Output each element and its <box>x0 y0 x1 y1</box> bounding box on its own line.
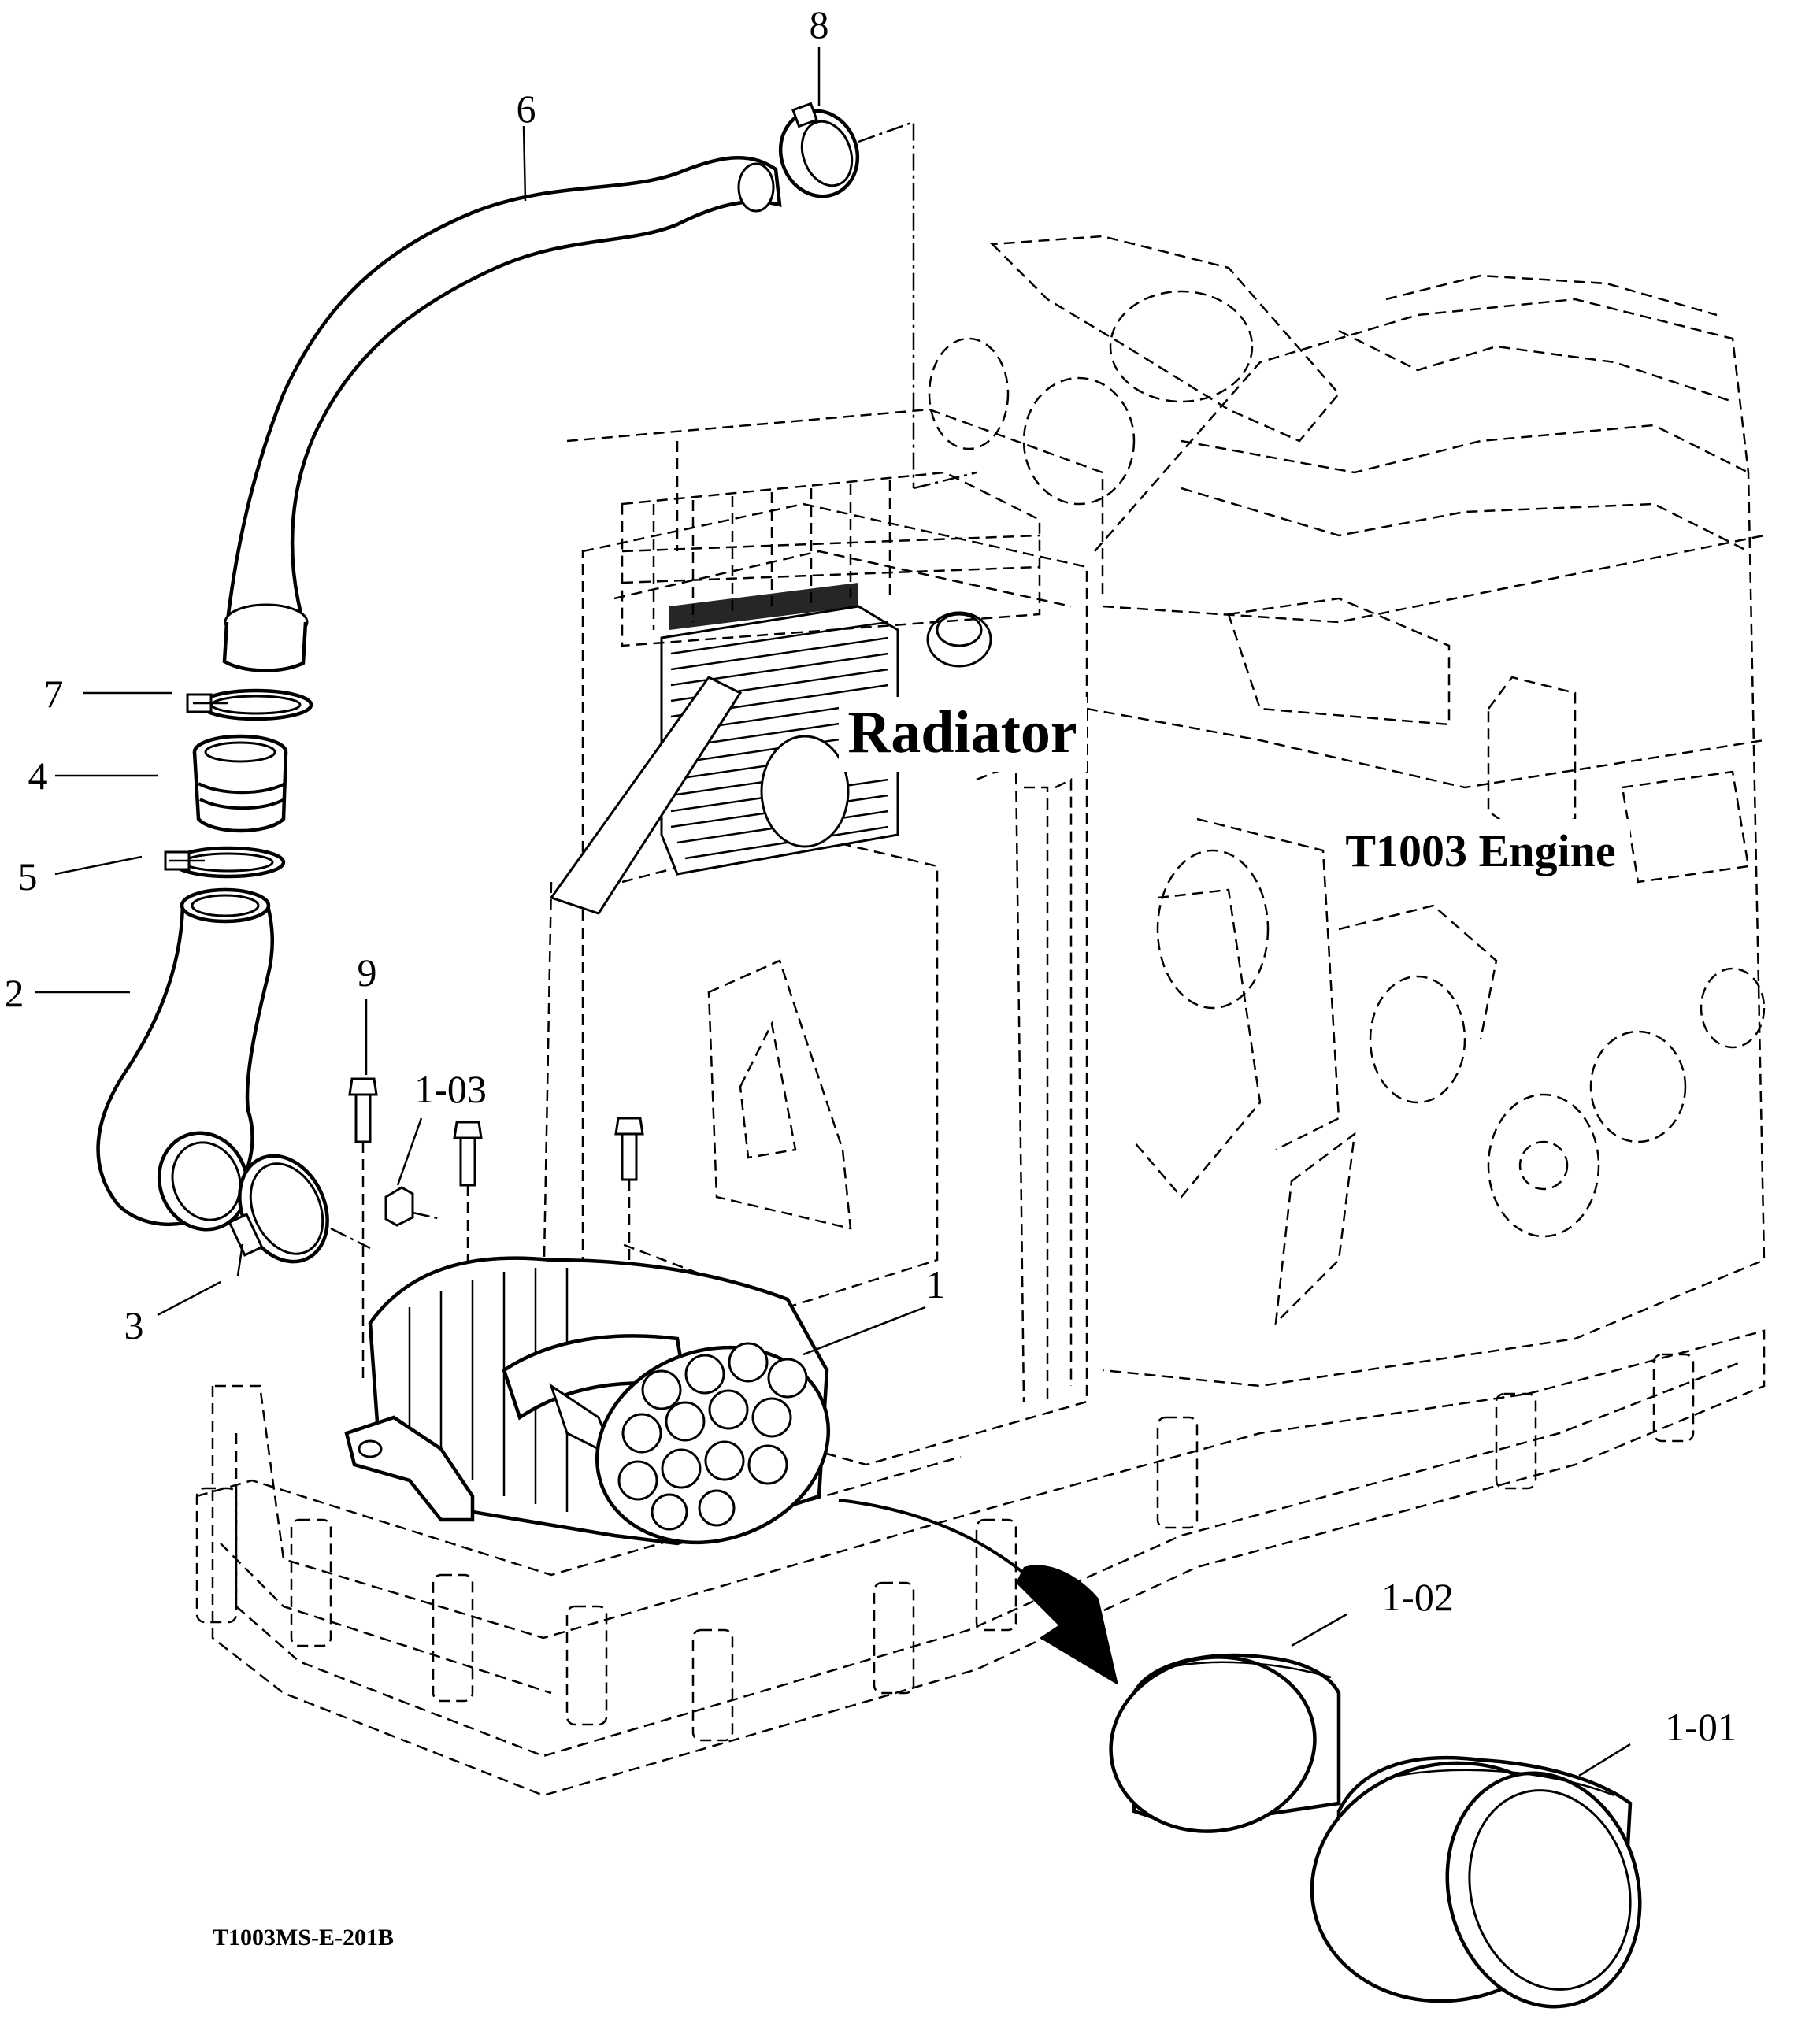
callout-4: 4 <box>28 754 48 798</box>
callout-8: 8 <box>810 2 829 46</box>
engine-outline <box>195 120 1766 1797</box>
callout-1: 1 <box>926 1262 946 1306</box>
exploded-view-arrow <box>838 1499 1118 1685</box>
elbow-hose-part-2 <box>96 887 275 1232</box>
bolt-part-9c <box>614 1117 644 1291</box>
callout-9: 9 <box>358 950 377 995</box>
callout-1-02: 1-02 <box>1381 1575 1454 1619</box>
inner-filter-part-1-02 <box>1109 1653 1341 1833</box>
drawing-code: T1003MS-E-201B <box>213 1925 394 1951</box>
plug-part-1-03 <box>384 1186 442 1227</box>
upper-hose-part-6 <box>222 155 782 672</box>
callout-3: 3 <box>124 1303 144 1347</box>
callout-1-01: 1-01 <box>1665 1705 1737 1749</box>
clamp-3-leader <box>330 1227 371 1250</box>
engine-label: T1003 Engine <box>1345 825 1615 876</box>
clamp-part-5 <box>164 846 286 879</box>
clamp-part-7 <box>186 688 313 721</box>
bolt-part-9 <box>348 1077 378 1378</box>
radiator-label-bg <box>839 697 1087 772</box>
callout-2: 2 <box>5 971 24 1015</box>
engine-label-bg <box>1331 819 1630 882</box>
callout-1-03: 1-03 <box>414 1067 487 1111</box>
coupler-part-4 <box>192 734 288 833</box>
outer-filter-part-1-01 <box>1310 1755 1642 2009</box>
callout-7: 7 <box>44 672 64 716</box>
callout-5: 5 <box>18 854 38 898</box>
callout-6: 6 <box>517 87 536 131</box>
clamp-part-8 <box>778 102 860 198</box>
radiator-core <box>549 583 992 915</box>
radiator-label: Radiator <box>847 699 1077 765</box>
leader-lines <box>35 47 1631 1777</box>
air-cleaner-part-1 <box>344 1256 831 1546</box>
clamp-part-3 <box>228 1154 329 1276</box>
